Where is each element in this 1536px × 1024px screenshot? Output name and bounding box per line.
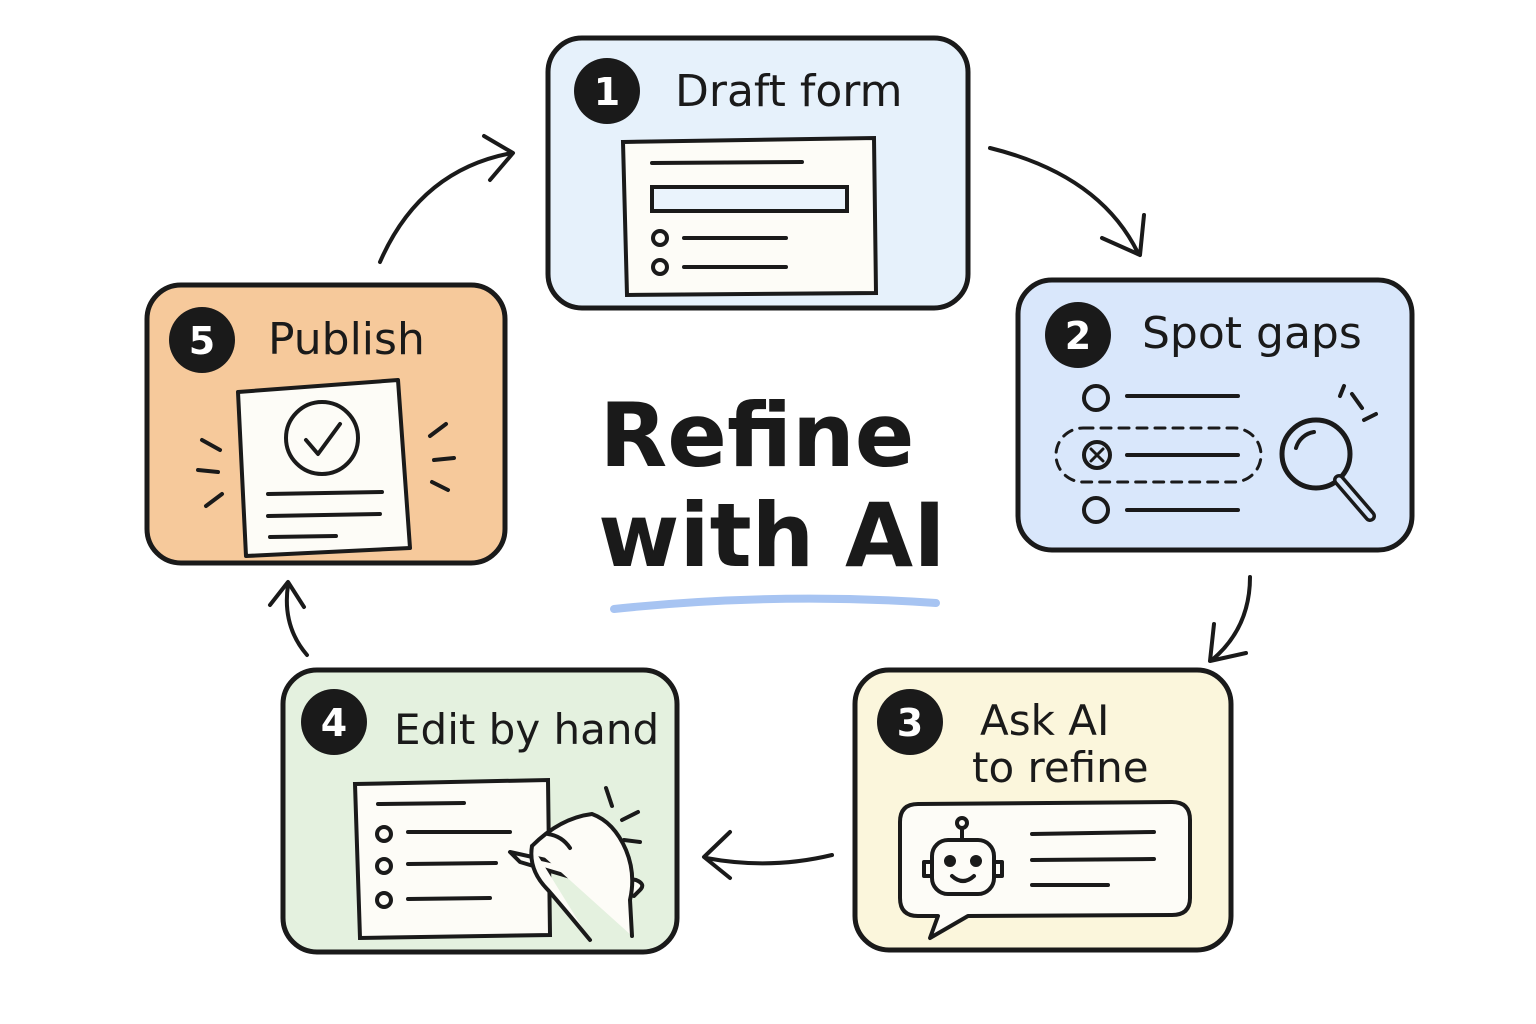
arrow-4-to-5-head [268, 580, 306, 609]
step-number: 1 [594, 70, 620, 114]
edit-form-document [352, 777, 553, 941]
arrow-1-to-2-head [1100, 213, 1146, 257]
title-line-2: with AI [598, 484, 946, 587]
step-card-spot-gaps: 2 Spot gaps [1015, 277, 1415, 553]
arrow-1-to-2 [988, 146, 1140, 255]
cycle-arrows [268, 134, 1252, 880]
arrow-5-to-1 [378, 151, 514, 264]
step-label: Spot gaps [1142, 308, 1362, 359]
approved-document-icon [196, 378, 456, 558]
step-label-line-1: Ask AI [980, 696, 1109, 745]
center-title: Refine with AI [598, 384, 946, 613]
step-card-publish: 5 Publish [144, 282, 508, 566]
hand-pen-icon [508, 786, 645, 942]
step-card-edit-by-hand: 4 Edit by hand [280, 667, 680, 955]
title-underline [610, 594, 940, 613]
step-card-draft-form: 1 Draft form [545, 35, 971, 311]
step-number: 2 [1065, 314, 1091, 358]
step-label: Draft form [675, 66, 902, 117]
step-number: 3 [897, 701, 923, 745]
arrow-4-to-5 [284, 583, 309, 657]
arrow-3-to-4 [704, 853, 834, 866]
step-badge [301, 689, 367, 755]
step-card-ask-ai: 3 Ask AI to refine [852, 667, 1234, 953]
step-number: 4 [321, 701, 347, 745]
arrow-2-to-3-head [1208, 622, 1248, 663]
step-label: Edit by hand [394, 705, 659, 754]
step-label: Publish [268, 314, 425, 365]
step-badge [574, 58, 640, 124]
magnifier-icon [1279, 384, 1378, 522]
form-document-icon [620, 135, 879, 298]
title-line-1: Refine [599, 384, 914, 487]
step-badge [169, 307, 235, 373]
robot-chat-icon [898, 800, 1192, 940]
arrow-3-to-4-head [702, 830, 732, 880]
step-badge [1045, 302, 1111, 368]
arrow-2-to-3 [1210, 575, 1252, 662]
step-label-line-2: to refine [972, 743, 1149, 792]
step-badge [877, 689, 943, 755]
arrow-5-to-1-head [482, 134, 515, 182]
step-number: 5 [189, 319, 215, 363]
gap-list [1054, 384, 1263, 524]
